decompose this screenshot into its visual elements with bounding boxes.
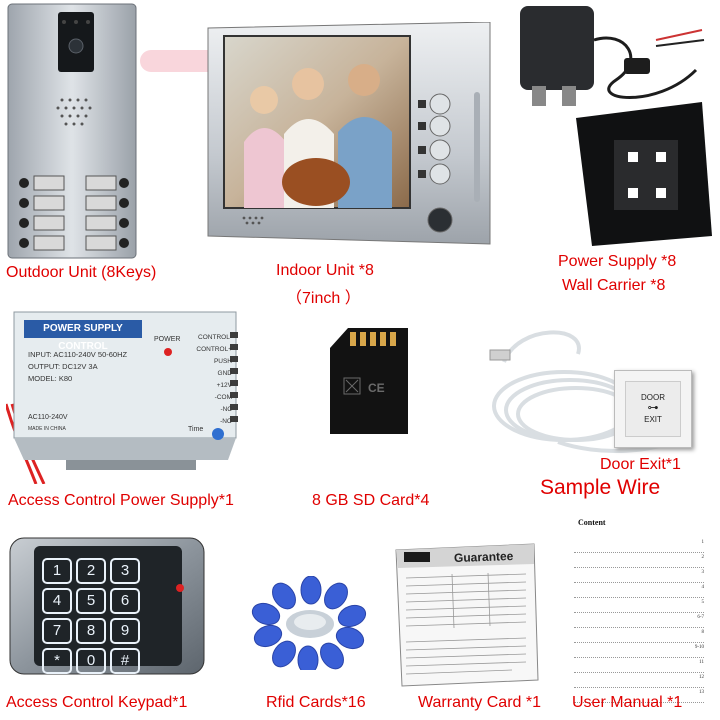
indoor-unit-caption: Indoor Unit *8 (276, 262, 374, 279)
key-button: 9 (110, 618, 140, 644)
terminal-label: PUSH (213, 358, 232, 365)
key-button: 6 (110, 588, 140, 614)
key-button: 0 (76, 648, 106, 674)
terminal-label: +12V (216, 382, 232, 389)
terminal-label: CONTROL+ (196, 346, 232, 353)
svg-text:CE: CE (368, 381, 385, 395)
warranty-card-photo: Guarantee (392, 542, 542, 688)
toc-page: 8 (701, 630, 705, 635)
key-button: 5 (76, 588, 106, 614)
power-box-model: MODEL: K80 (28, 374, 73, 383)
toc-page: 5 (701, 600, 705, 605)
power-box-input: INPUT: AC110-240V 50-60HZ (28, 350, 128, 359)
manual-toc: 1 2 3 4 5 6-7 8 9-10 11 12 13 (574, 538, 704, 703)
terminal-label: -NO (220, 418, 232, 425)
door-exit-button-photo: DOOR ⊶ EXIT (614, 370, 692, 448)
watermark-logo (140, 50, 224, 72)
terminal-label: -COM (214, 394, 232, 401)
access-power-caption: Access Control Power Supply*1 (8, 492, 234, 509)
sample-wire-photo (488, 314, 718, 464)
outdoor-unit-photo (0, 0, 200, 262)
key-button: 7 (42, 618, 72, 644)
sd-card-caption: 8 GB SD Card*4 (312, 492, 430, 509)
terminal-label: -NC (220, 406, 232, 413)
key-button: 2 (76, 558, 106, 584)
toc-page: 12 (699, 675, 704, 680)
door-exit-caption: Door Exit*1 (600, 456, 681, 473)
power-box-output: OUTPUT: DC12V 3A (28, 362, 98, 371)
key-button: 1 (42, 558, 72, 584)
toc-page: 11 (699, 660, 704, 665)
sd-card-photo: CE (326, 326, 416, 438)
wall-carrier-caption: Wall Carrier *8 (562, 277, 666, 294)
power-box-made-in: MADE IN CHINA (28, 426, 66, 432)
warranty-caption: Warranty Card *1 (418, 694, 541, 711)
rfid-caption: Rfid Cards*16 (266, 694, 366, 711)
terminal-label: GND (217, 370, 232, 377)
power-supply-caption: Power Supply *8 (558, 253, 677, 270)
toc-page: 9-10 (694, 645, 704, 650)
keypad-caption: Access Control Keypad*1 (6, 694, 188, 711)
toc-page: 6-7 (697, 615, 704, 620)
toc-page: 1 (701, 540, 705, 545)
user-manual-photo: Content 1 2 3 4 5 6-7 8 9-10 11 12 13 (556, 510, 716, 703)
manual-caption: User Manual *1 (572, 694, 683, 711)
indoor-unit-size-caption: （7inch ） (286, 290, 361, 307)
sample-wire-caption: Sample Wire (540, 476, 661, 499)
rfid-cards-photo (246, 575, 376, 675)
outdoor-unit-caption: Outdoor Unit (8Keys) (6, 264, 157, 281)
toc-page: 13 (699, 690, 704, 695)
power-adapter-photo (506, 0, 720, 250)
key-button: # (110, 648, 140, 674)
key-button: 4 (42, 588, 72, 614)
indoor-unit-photo (204, 21, 494, 256)
manual-title: Content (578, 518, 606, 527)
toc-page: 4 (701, 585, 705, 590)
exit-button-line1: DOOR (641, 393, 665, 402)
terminal-label: CONTROL- (198, 334, 232, 341)
guarantee-title: Guarantee (453, 548, 514, 566)
toc-page: 2 (701, 555, 705, 560)
access-keypad-photo (8, 536, 206, 676)
exit-button-line2: EXIT (644, 415, 662, 424)
key-button: * (42, 648, 72, 674)
power-box-terminals: CONTROL- CONTROL+ PUSH GND +12V -COM -NC… (186, 332, 232, 428)
key-button: 8 (76, 618, 106, 644)
access-power-supply-photo: POWER SUPPLY CONTROL POWER INPUT: AC110-… (4, 308, 246, 485)
key-button: 3 (110, 558, 140, 584)
power-box-time: Time (188, 426, 204, 433)
power-box-ac: AC110-240V (28, 414, 68, 421)
toc-page: 3 (701, 570, 705, 575)
power-box-power-label: POWER (154, 336, 181, 343)
key-icon: ⊶ (647, 402, 659, 414)
power-box-title: POWER SUPPLY CONTROL (24, 320, 142, 352)
